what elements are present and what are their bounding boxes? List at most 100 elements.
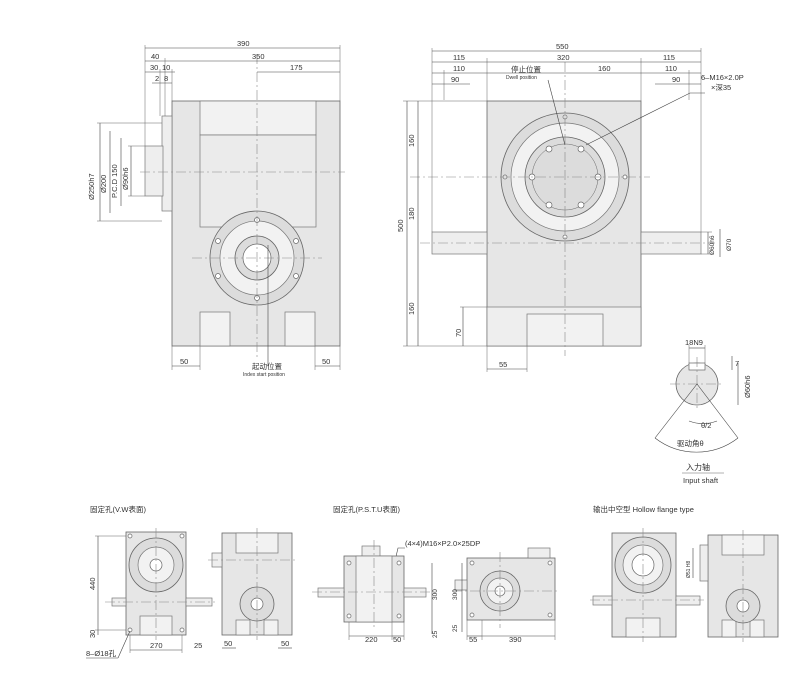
bottom-left-title: 固定孔(V.W表面) bbox=[90, 504, 146, 514]
bottom-right-title: 输出中空型 Hollow flange type bbox=[593, 504, 694, 514]
dim-8: 8 bbox=[164, 74, 168, 83]
thread-label: (4×4)M16×P2.0×25DP bbox=[405, 539, 480, 548]
front-bolt-hole bbox=[293, 238, 299, 244]
dim-110-right: 110 bbox=[665, 64, 677, 73]
dim-160-top: 160 bbox=[407, 134, 416, 147]
front-flange bbox=[161, 115, 173, 212]
dim-pcd150: P.C.D 150 bbox=[110, 164, 119, 198]
bm-tapped-hole-b bbox=[547, 612, 553, 618]
bm-dim-55: 55 bbox=[469, 635, 477, 644]
dim-50-right: 50 bbox=[322, 357, 330, 366]
bm-shaft-left bbox=[317, 587, 345, 598]
br-dim-51h8: Ø51 H8 bbox=[686, 561, 692, 578]
bm-tapped-hole-b bbox=[547, 560, 553, 566]
input-shaft-detail: 18N9 7 Ø60h6 θ/2 驱动角θ 入力轴 Input shaft bbox=[654, 338, 752, 485]
dim-550: 550 bbox=[556, 42, 569, 51]
dim-115-right: 115 bbox=[663, 53, 675, 62]
bottom-right-view: 输出中空型 Hollow flange type Ø51 H8 bbox=[590, 504, 779, 642]
dim-70-dia: Ø70 bbox=[726, 238, 733, 251]
br-foot-b1 bbox=[721, 619, 737, 638]
dim-200: Ø200 bbox=[99, 175, 108, 193]
bm-dim-220: 220 bbox=[365, 635, 378, 644]
dim-55: 55 bbox=[499, 360, 507, 369]
bm-tapped-hole bbox=[346, 560, 352, 566]
dim-10: 10 bbox=[162, 63, 170, 72]
bm-tapped-hole bbox=[396, 613, 402, 619]
bm-tapped-hole-b bbox=[469, 612, 475, 618]
bl-dim-50-a: 50 bbox=[224, 639, 232, 648]
dim-160: 160 bbox=[598, 64, 611, 73]
front-view: 390 40 350 30 10 175 2 8 Ø250h7 Ø200 P.C… bbox=[87, 39, 345, 378]
bl-dim-440: 440 bbox=[88, 577, 97, 590]
input-shaft-title-en: Input shaft bbox=[683, 476, 719, 485]
bl-mount-hole bbox=[179, 533, 185, 539]
bm-dim-25-a: 25 bbox=[432, 630, 439, 638]
br-shaft-left bbox=[592, 595, 613, 606]
bm-dim-390: 390 bbox=[509, 635, 522, 644]
bl-foot-b1 bbox=[235, 619, 251, 636]
bm-top-boss-b bbox=[527, 547, 551, 559]
dwell-label-cn: 停止位置 bbox=[511, 64, 541, 74]
bm-dim-50: 50 bbox=[393, 635, 401, 644]
index-start-label-cn: 起动位置 bbox=[252, 361, 282, 371]
index-start-label-en: Index start position bbox=[243, 372, 285, 378]
dim-50-left: 50 bbox=[180, 357, 188, 366]
bm-dim-300-b: 300 bbox=[452, 589, 459, 600]
bm-dim-25-b: 25 bbox=[452, 624, 459, 632]
dim-500: 500 bbox=[396, 219, 405, 232]
bm-top-boss bbox=[361, 545, 381, 557]
front-bolt-hole bbox=[215, 238, 221, 244]
bl-dim-270: 270 bbox=[150, 641, 163, 650]
dim-40: 40 bbox=[151, 52, 159, 61]
side-tapped-hole bbox=[577, 201, 585, 209]
bottom-middle-view: 固定孔(P.S.T.U表面) (4×4)M16×P2.0×25DP 220 50… bbox=[312, 504, 560, 644]
front-output-boss bbox=[144, 145, 164, 197]
bl-mount-hole bbox=[127, 627, 133, 633]
side-view: 550 115 320 115 110 160 110 90 90 停止位置 D… bbox=[396, 42, 744, 372]
thread-callout-2: ×深35 bbox=[711, 83, 731, 92]
half-angle-label: θ/2 bbox=[701, 421, 711, 430]
front-foot-left bbox=[199, 311, 231, 347]
dim-2: 2 bbox=[155, 74, 159, 83]
bl-hole-label: 8–Ø18孔 bbox=[86, 649, 117, 658]
bm-shaft-b bbox=[454, 579, 468, 591]
dim-30: 30 bbox=[150, 63, 158, 72]
bm-tapped-hole bbox=[396, 560, 402, 566]
thread-callout-1: 6–M16×2.0P bbox=[701, 73, 744, 82]
br-foot-b2 bbox=[749, 619, 765, 638]
front-top-recess bbox=[199, 100, 317, 136]
br-shaft-right bbox=[675, 595, 701, 606]
bl-foot-b2 bbox=[263, 619, 279, 636]
side-tapped-hole bbox=[577, 145, 585, 153]
br-side-flange bbox=[699, 544, 709, 582]
dim-70: 70 bbox=[454, 329, 463, 337]
key-width-label: 18N9 bbox=[685, 338, 703, 347]
side-tapped-hole bbox=[545, 201, 553, 209]
dwell-label-en: Dwell position bbox=[506, 75, 537, 81]
bottom-middle-title: 固定孔(P.S.T.U表面) bbox=[333, 504, 400, 514]
dim-390: 390 bbox=[237, 39, 250, 48]
bm-shaft-right bbox=[403, 587, 427, 598]
front-foot-right bbox=[284, 311, 316, 347]
bl-dim-50-b: 50 bbox=[281, 639, 289, 648]
bl-dim-25: 25 bbox=[194, 641, 202, 650]
dim-350: 350 bbox=[252, 52, 265, 61]
dim-320: 320 bbox=[557, 53, 570, 62]
dim-250h7: Ø250h7 bbox=[87, 173, 96, 200]
bl-mount-hole bbox=[179, 627, 185, 633]
input-shaft-title-cn: 入力轴 bbox=[686, 462, 710, 472]
dim-110-left: 110 bbox=[453, 64, 465, 73]
bl-dim-30: 30 bbox=[88, 630, 97, 638]
dim-90-left: 90 bbox=[451, 75, 459, 84]
side-tapped-hole bbox=[545, 145, 553, 153]
bl-mount-hole bbox=[127, 533, 133, 539]
bm-tapped-hole bbox=[346, 613, 352, 619]
dim-60h6: Ø60h6 bbox=[709, 235, 716, 255]
bottom-left-view: 固定孔(V.W表面) 440 30 270 25 8–Ø18孔 bbox=[86, 504, 297, 659]
dim-90h6: Ø90h6 bbox=[121, 167, 130, 190]
dim-180: 180 bbox=[407, 207, 416, 220]
front-bolt-hole bbox=[215, 273, 221, 279]
dim-160-bottom: 160 bbox=[407, 302, 416, 315]
bm-dim-300-a: 300 bbox=[432, 589, 439, 600]
